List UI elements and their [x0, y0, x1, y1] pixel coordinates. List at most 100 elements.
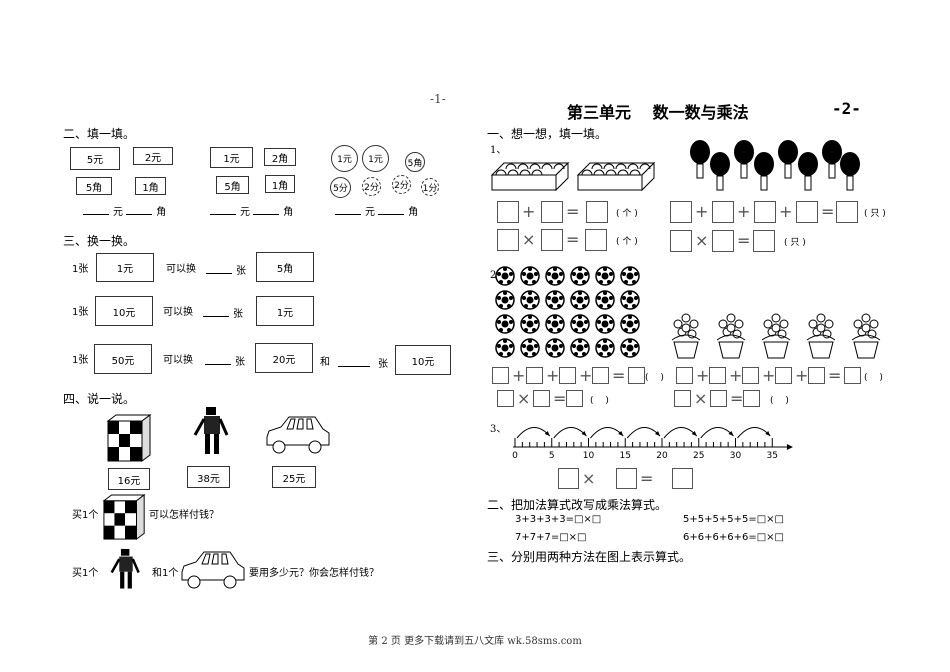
bill-5-jiao: 5角	[256, 252, 314, 282]
answer-blanks-2[interactable]: 元 角	[210, 205, 293, 219]
answer-box[interactable]	[497, 201, 519, 223]
answer-box[interactable]	[710, 390, 727, 407]
paddle-icon	[822, 140, 842, 179]
rewrite-item[interactable]: 7+7+7=□×□	[515, 532, 587, 543]
answer-box[interactable]	[676, 367, 693, 384]
rewrite-item[interactable]: 3+3+3+3=□×□	[515, 514, 602, 525]
answer-box[interactable]	[533, 390, 550, 407]
answer-box[interactable]	[670, 201, 692, 223]
answer-box[interactable]	[742, 367, 759, 384]
number-line-label: 10	[582, 451, 595, 461]
toy-car-image	[181, 551, 245, 589]
jump-arrow	[663, 427, 698, 439]
soccer-ball-icon	[570, 338, 590, 358]
bill-2-jiao: 2角	[264, 148, 296, 166]
section-title-rewrite: 二、把加法算式改写成乘法算式。	[487, 498, 668, 512]
answer-box[interactable]	[497, 229, 519, 251]
exchange-blank[interactable]: 张	[203, 307, 243, 321]
arrow-head-icon	[618, 431, 624, 436]
question-pay-cube: 可以怎样付钱？	[149, 510, 219, 521]
plus-sign: +	[737, 202, 751, 221]
answer-box[interactable]	[844, 367, 861, 384]
answer-box[interactable]	[616, 468, 637, 489]
and-one-label: 和1个	[152, 568, 179, 579]
exchange-blank[interactable]: 张	[205, 355, 245, 369]
answer-box[interactable]	[753, 230, 775, 252]
equals-sign: =	[612, 365, 626, 385]
rewrite-item[interactable]: 6+6+6+6+6=□×□	[683, 532, 784, 543]
coin-1-yuan: 1元	[331, 145, 358, 172]
equals-sign: =	[640, 468, 654, 488]
coin-2-fen: 2分	[362, 177, 381, 196]
paddle-icon	[754, 152, 774, 191]
plus-sign: +	[762, 365, 776, 385]
soccer-ball-icon	[520, 314, 540, 334]
plus-sign: +	[795, 365, 809, 385]
answer-box[interactable]	[670, 230, 692, 252]
answer-box[interactable]	[712, 230, 734, 252]
answer-box[interactable]	[674, 390, 691, 407]
arrow-head-icon	[728, 431, 734, 436]
soccer-ball-icon	[495, 338, 515, 358]
unit-label: ( )	[590, 395, 609, 406]
soccer-ball-icon	[545, 338, 565, 358]
item-number-2: 2.	[490, 270, 500, 281]
exchange-blank[interactable]: 张	[338, 357, 388, 371]
rubiks-cube-image	[106, 414, 152, 462]
answer-box[interactable]	[526, 367, 543, 384]
price-tag-robot: 38元	[187, 466, 230, 488]
answer-box[interactable]	[743, 390, 760, 407]
soccer-ball-icon	[545, 290, 565, 310]
plus-sign: +	[546, 365, 560, 385]
flower-pot-icon	[806, 313, 836, 359]
answer-box[interactable]	[492, 367, 509, 384]
plus-sign: +	[579, 365, 593, 385]
answer-box[interactable]	[566, 390, 583, 407]
answer-box[interactable]	[592, 367, 609, 384]
answer-box[interactable]	[836, 201, 858, 223]
answer-box[interactable]	[586, 201, 608, 223]
answer-box[interactable]	[775, 367, 792, 384]
section-title-think: 一、想一想，填一填。	[487, 127, 608, 141]
buy-one-label: 买1个	[72, 510, 99, 521]
rewrite-item[interactable]: 5+5+5+5+5=□×□	[683, 514, 784, 525]
unit-label: ( 个 )	[616, 209, 638, 219]
soccer-ball-icon	[495, 290, 515, 310]
answer-box[interactable]	[541, 229, 563, 251]
soccer-ball-icon	[620, 290, 640, 310]
answer-blanks-1[interactable]: 元 角	[83, 205, 166, 219]
one-sheet-label: 1张	[72, 264, 89, 275]
answer-box[interactable]	[672, 468, 693, 489]
arrow-head-icon	[691, 431, 697, 436]
answer-box[interactable]	[754, 201, 776, 223]
answer-box[interactable]	[559, 367, 576, 384]
answer-box[interactable]	[796, 201, 818, 223]
paddle-icon	[690, 140, 710, 179]
jump-arrow	[737, 427, 771, 439]
soccer-balls-image	[495, 266, 640, 358]
arrow-head-icon	[786, 444, 793, 450]
answer-box[interactable]	[497, 390, 514, 407]
soccer-ball-icon	[620, 314, 640, 334]
answer-box[interactable]	[628, 367, 645, 384]
jump-arrow	[626, 427, 661, 439]
answer-box[interactable]	[541, 201, 563, 223]
answer-box[interactable]	[808, 367, 825, 384]
answer-box[interactable]	[558, 468, 579, 489]
bill-1-jiao: 1角	[265, 175, 295, 193]
plus-sign: +	[779, 202, 793, 221]
exchange-blank[interactable]: 张	[206, 264, 246, 278]
plus-sign: +	[522, 202, 536, 221]
answer-box[interactable]	[709, 367, 726, 384]
answer-box[interactable]	[585, 229, 607, 251]
flower-pot-icon	[671, 313, 701, 359]
yuan-label: 元	[365, 207, 375, 218]
number-line-label: 30	[729, 451, 742, 461]
bill-10-yuan: 10元	[95, 296, 153, 326]
soccer-ball-icon	[520, 338, 540, 358]
answer-blanks-3[interactable]: 元 角	[335, 205, 418, 219]
bill-1-jiao: 1角	[135, 177, 166, 195]
times-sign: ×	[582, 468, 596, 488]
ping-pong-paddles-image	[690, 140, 860, 191]
answer-box[interactable]	[712, 201, 734, 223]
